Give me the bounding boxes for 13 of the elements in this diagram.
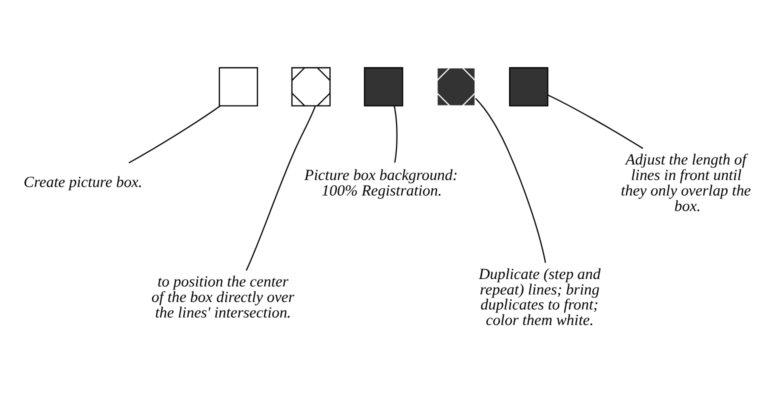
node-box [218,67,258,106]
node-text: Duplicate (step and repeat) lines; bring duplicates to front; color them white. [478,266,600,330]
connector [393,106,398,163]
node-text: Adjust the length of lines in front until they only overlap the box. [620,152,750,215]
connector [245,106,316,271]
connector [547,94,643,149]
node-box [508,67,548,106]
node-box [363,67,403,106]
connector [128,105,220,164]
node-text: to position the center of the box directly over the lines' intersection. [151,274,294,322]
node-text: Create picture box. [23,174,142,192]
node-text: Picture box background: 100% Registration. [304,167,458,200]
connector [474,98,546,263]
